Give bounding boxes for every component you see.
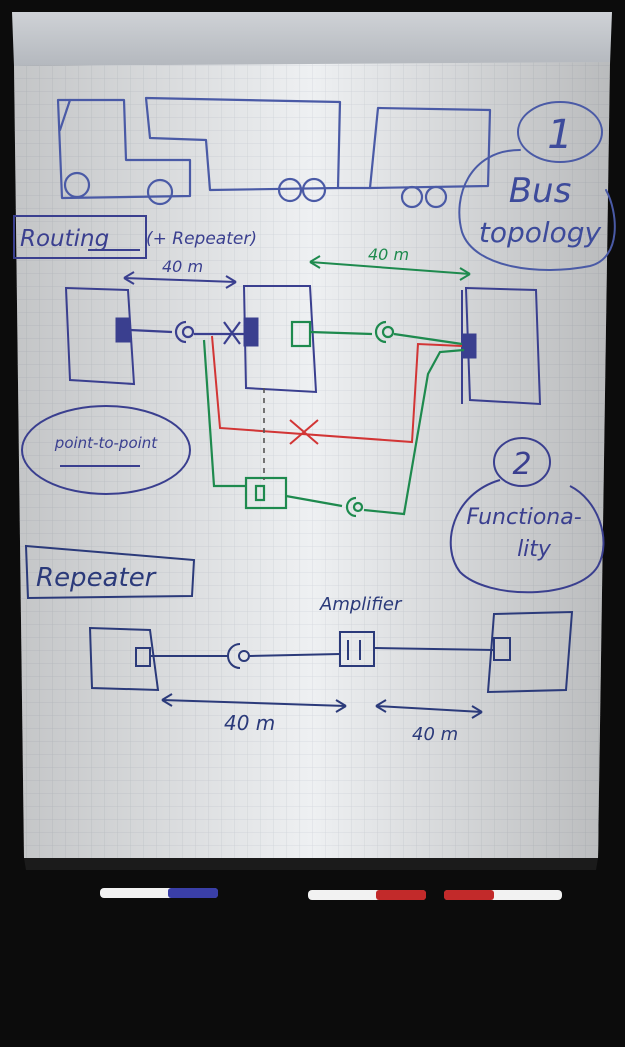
point-to-point-label: point-to-point xyxy=(54,434,159,452)
amplifier-label: Amplifier xyxy=(319,594,403,615)
functionality-line1: Functiona- xyxy=(466,505,581,530)
bottom-dist-left: 40 m xyxy=(224,711,275,735)
port-left xyxy=(116,318,130,342)
functionality-line2: lity xyxy=(517,537,552,562)
dist-label-left: 40 m xyxy=(162,257,203,276)
marker-red-2 xyxy=(444,890,562,900)
bus-title: Bus xyxy=(509,171,572,211)
bus-number: 1 xyxy=(547,112,572,158)
marker-red-1 xyxy=(308,890,426,900)
repeater-label: Repeater xyxy=(36,563,158,593)
marker-blue xyxy=(100,888,218,898)
paper-fold xyxy=(12,12,612,66)
topology-title: topology xyxy=(479,216,602,249)
repeater-note: (+ Repeater) xyxy=(146,229,257,249)
routing-label: Routing xyxy=(20,226,109,252)
functionality-number: 2 xyxy=(512,447,531,482)
port-center xyxy=(244,318,258,346)
bottom-dist-right: 40 m xyxy=(412,724,458,745)
port-right xyxy=(462,334,476,358)
dist-label-right: 40 m xyxy=(368,245,409,264)
